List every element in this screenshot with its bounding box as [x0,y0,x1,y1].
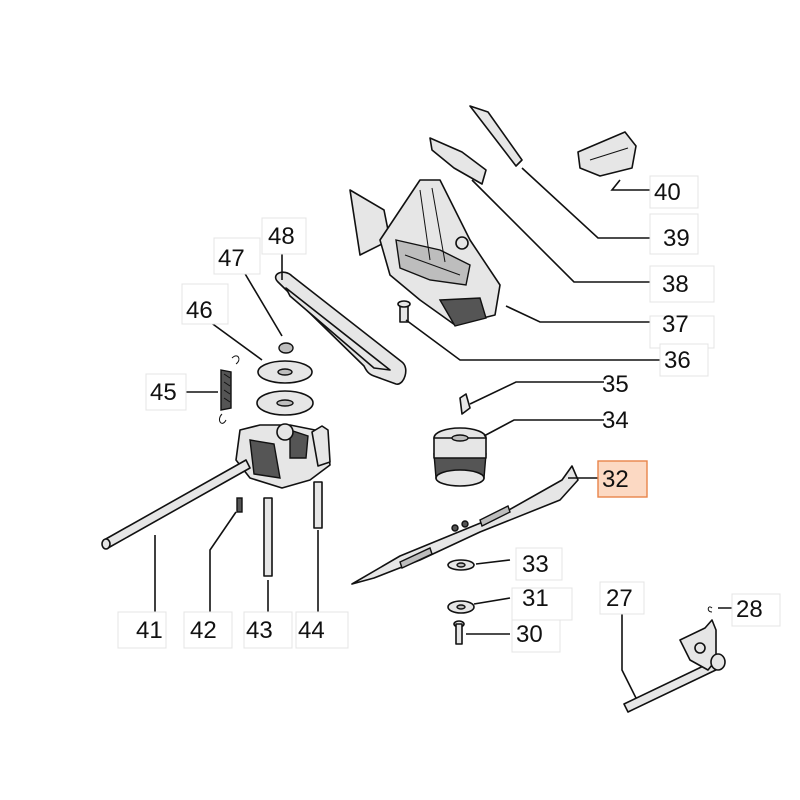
callout-43[interactable]: 43 [246,617,273,644]
part-46-pulley[interactable] [256,360,314,416]
callout-32[interactable]: 32 [602,466,629,493]
callout-28[interactable]: 28 [736,596,763,623]
part-30-bolt[interactable] [453,620,465,645]
part-41-axle[interactable] [101,459,251,550]
callout-30[interactable]: 30 [516,621,543,648]
callout-34[interactable]: 34 [602,407,629,434]
part-28-lever[interactable] [679,606,726,671]
callout-27[interactable]: 27 [606,585,633,612]
part-38-strip[interactable] [429,137,487,185]
part-47-nut[interactable] [278,342,294,354]
callout-45[interactable]: 45 [150,379,177,406]
callout-46[interactable]: 46 [186,297,213,324]
leader-lines [154,167,736,699]
part-32-blade[interactable] [351,465,579,585]
callout-labels: 40 39 38 37 36 35 34 32 33 31 30 27 28 4… [117,175,781,653]
callout-47[interactable]: 47 [218,245,245,272]
part-34-adapter[interactable] [433,427,487,487]
part-35-key[interactable] [459,393,471,415]
callout-44[interactable]: 44 [298,617,325,644]
callout-41[interactable]: 41 [136,617,163,644]
part-44-pin[interactable] [313,481,323,529]
part-37-housing[interactable] [349,179,501,327]
part-36-screw[interactable] [397,300,411,323]
part-48-belt[interactable] [274,271,407,385]
callout-35[interactable]: 35 [602,371,629,398]
callout-38[interactable]: 38 [662,271,689,298]
callout-37[interactable]: 37 [662,311,689,338]
part-31-cupwasher[interactable] [447,600,475,614]
callout-48[interactable]: 48 [268,223,295,250]
callout-42[interactable]: 42 [190,617,217,644]
part-39-strip[interactable] [469,105,523,167]
callout-32-highlight [597,460,648,498]
part-33-washer[interactable] [447,559,475,571]
callout-36[interactable]: 36 [664,347,691,374]
callout-40[interactable]: 40 [654,179,681,206]
part-43-pin[interactable] [263,497,273,577]
gearbox[interactable] [235,423,331,489]
callout-31[interactable]: 31 [522,585,549,612]
part-40-bracket[interactable] [577,131,637,177]
part-42-screw[interactable] [236,497,243,513]
part-45-spring[interactable] [219,355,240,424]
callout-39[interactable]: 39 [663,225,690,252]
callout-33[interactable]: 33 [522,551,549,578]
